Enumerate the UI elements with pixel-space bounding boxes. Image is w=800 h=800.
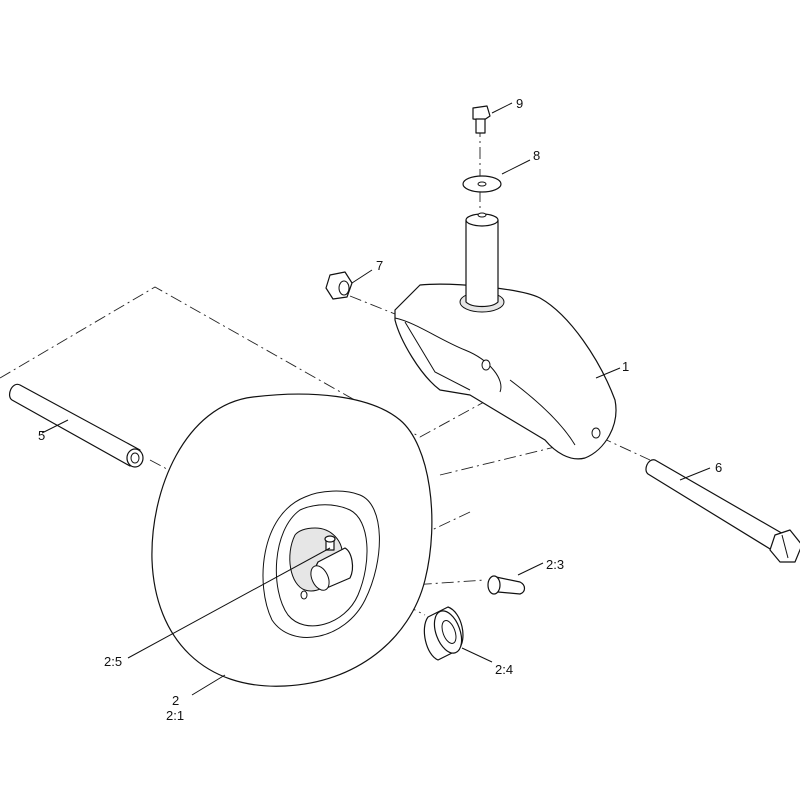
- leader-2-3: [517, 562, 544, 576]
- leader-6: [679, 467, 711, 481]
- callout-5: 5: [38, 428, 45, 443]
- retaining-bolt-shank: [475, 118, 486, 134]
- valve-stem-body: [495, 576, 526, 595]
- callout-7: 7: [376, 258, 383, 273]
- fork-stem-shaft: [465, 219, 499, 308]
- caster-fork-inner-face: [394, 317, 502, 393]
- caster-fork-side-edge: [404, 321, 471, 391]
- flanged-bushing: [423, 606, 464, 661]
- hub-bore-end: [310, 565, 330, 591]
- retaining-bolt: [472, 105, 491, 134]
- leader-9: [491, 102, 513, 114]
- wheel-rim-edge: [275, 504, 368, 627]
- callout-2: 2: [172, 693, 179, 708]
- fork-stem-bolt-hole: [477, 212, 487, 218]
- flange-nut: [325, 271, 353, 300]
- leader-7: [351, 269, 373, 284]
- axle-bolt: [645, 459, 800, 563]
- callout-2-3: 2:3: [546, 557, 564, 572]
- callout-9: 9: [516, 96, 523, 111]
- leader-8: [501, 159, 531, 175]
- grease-fitting-cap: [324, 535, 336, 543]
- tire-outer: [151, 393, 433, 687]
- leader-lines: [41, 102, 711, 696]
- grease-fitting: [324, 535, 336, 551]
- callout-6: 6: [715, 460, 722, 475]
- callout-2-4: 2:4: [495, 662, 513, 677]
- caster-fork-arm-edge: [509, 379, 576, 446]
- spacer-tube-bore: [130, 452, 140, 464]
- callout-2-5: 2:5: [104, 654, 122, 669]
- tire-inner-sidewall: [262, 490, 380, 638]
- leader-1: [595, 367, 621, 379]
- valve-stem-hole: [300, 590, 308, 600]
- wheel-tire-assembly: [151, 393, 433, 687]
- valve-stem: [487, 575, 526, 595]
- callout-8: 8: [533, 148, 540, 163]
- spacer-tube-body: [8, 383, 141, 467]
- bushing-bore: [441, 620, 457, 644]
- callout-labels: 9 8 7 1 5 6 2:3 2:4 2:5 2 2:1: [38, 96, 722, 723]
- washer: [462, 175, 502, 193]
- spacer-tube: [8, 383, 144, 468]
- axle-bolt-shank: [645, 459, 786, 553]
- caster-fork-body: [394, 283, 617, 460]
- leader-5: [41, 419, 69, 434]
- washer-hole: [477, 181, 487, 187]
- leader-2: [191, 674, 226, 696]
- flange-nut-bore: [338, 280, 350, 296]
- axle-bolt-head-edge: [781, 534, 789, 559]
- leader-2-4: [461, 647, 493, 663]
- valve-stem-base: [487, 575, 501, 595]
- fork-axle-hole-inner: [481, 359, 491, 371]
- fork-axle-hole-outer: [591, 427, 601, 439]
- callout-2-1: 2:1: [166, 708, 184, 723]
- caster-fork: [394, 212, 617, 460]
- retaining-bolt-head: [472, 105, 491, 121]
- callout-1: 1: [622, 359, 629, 374]
- leader-2-5: [127, 547, 331, 659]
